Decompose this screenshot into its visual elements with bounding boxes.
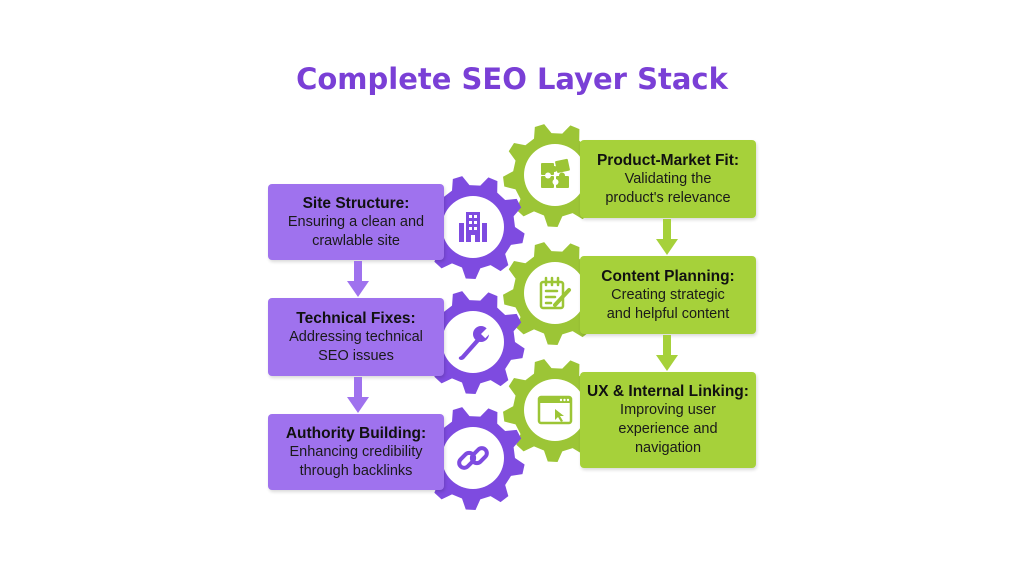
card-description: SEO issues <box>318 347 394 364</box>
diagram-title: Complete SEO Layer Stack <box>296 62 728 96</box>
card-description: through backlinks <box>299 462 413 479</box>
card-description: experience and <box>618 421 718 437</box>
puzzle-icon <box>541 158 570 188</box>
card-description: and helpful content <box>606 305 730 322</box>
card-technical-fixes: Technical Fixes: Addressing technical SE… <box>268 298 444 376</box>
card-description: Addressing technical <box>289 328 423 345</box>
card-heading: Technical Fixes: <box>296 309 416 327</box>
arrow-down-icon <box>656 219 678 255</box>
card-content-planning: Content Planning: Creating strategic and… <box>580 256 756 334</box>
gear-technical-fixes <box>421 291 525 394</box>
card-heading: Site Structure: <box>302 194 410 212</box>
notepad-pencil-icon <box>539 276 571 310</box>
link-icon <box>457 446 489 470</box>
card-site-structure: Site Structure: Ensuring a clean and cra… <box>268 184 444 260</box>
card-heading: Product-Market Fit: <box>596 151 740 169</box>
card-product-market-fit: Product-Market Fit: Validating the produ… <box>580 140 756 218</box>
arrow-down-icon <box>347 261 369 297</box>
building-icon <box>459 212 487 242</box>
card-authority-building: Authority Building: Enhancing credibilit… <box>268 414 444 490</box>
card-heading: UX & Internal Linking: <box>587 383 749 400</box>
arrow-down-icon <box>656 335 678 371</box>
card-ux-internal-linking: UX & Internal Linking: Improving user ex… <box>580 372 756 468</box>
card-description: Improving user <box>620 402 716 418</box>
browser-cursor-icon <box>537 395 573 425</box>
card-description: navigation <box>634 440 702 456</box>
gear-authority-building <box>421 407 525 510</box>
arrow-down-icon <box>347 377 369 413</box>
card-description: Creating strategic <box>611 286 725 303</box>
card-description: Ensuring a clean and <box>287 213 425 230</box>
card-description: Validating the <box>624 170 712 187</box>
gear-site-structure <box>421 176 525 279</box>
wrench-icon <box>458 326 492 360</box>
card-heading: Content Planning: <box>601 267 735 285</box>
card-description: Enhancing credibility <box>289 443 423 460</box>
card-description: crawlable site <box>312 232 400 249</box>
card-heading: Authority Building: <box>285 424 427 442</box>
card-description: product's relevance <box>605 189 731 206</box>
